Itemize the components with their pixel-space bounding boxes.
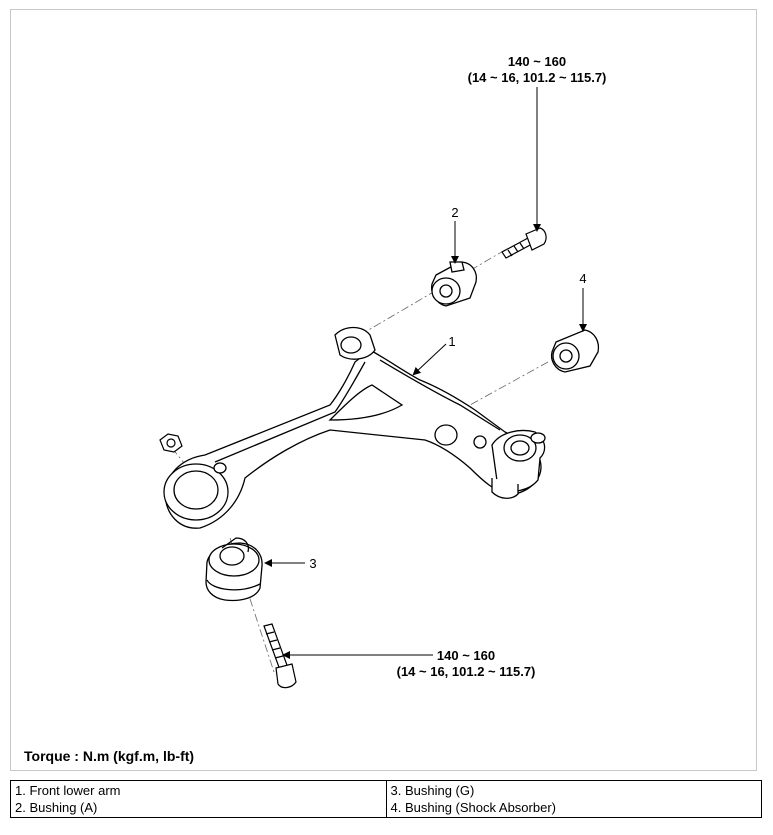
nut	[159, 433, 183, 453]
leader-arrows	[264, 87, 587, 659]
callout-1: 1	[448, 334, 455, 349]
bolt-top	[501, 227, 547, 259]
torque-top-value: 140 ~ 160	[508, 54, 566, 69]
torque-top-conversion: (14 ~ 16, 101.2 ~ 115.7)	[468, 70, 607, 85]
callout-3: 3	[309, 556, 316, 571]
legend-item: 1. Front lower arm	[15, 783, 121, 798]
bushing-a	[430, 261, 478, 307]
callout-2: 2	[451, 205, 458, 220]
torque-bottom-conversion: (14 ~ 16, 101.2 ~ 115.7)	[397, 664, 536, 679]
legend-item: 3. Bushing (G)	[390, 783, 475, 798]
bushing-shock-absorber	[550, 329, 600, 373]
bushing-g	[205, 537, 263, 602]
torque-bottom-value: 140 ~ 160	[437, 648, 495, 663]
bolt-bottom	[263, 623, 297, 689]
callout-4: 4	[579, 271, 586, 286]
front-lower-arm	[163, 326, 546, 529]
legend-item: 2. Bushing (A)	[15, 800, 98, 815]
legend-right-column: 3. Bushing (G) 4. Bushing (Shock Absorbe…	[385, 780, 762, 818]
parts-legend: 1. Front lower arm 2. Bushing (A) 3. Bus…	[10, 780, 762, 818]
torque-units-note: Torque : N.m (kgf.m, lb-ft)	[24, 748, 195, 764]
legend-left-column: 1. Front lower arm 2. Bushing (A)	[10, 780, 387, 818]
figure-frame	[10, 9, 757, 771]
legend-item: 4. Bushing (Shock Absorber)	[390, 800, 556, 815]
